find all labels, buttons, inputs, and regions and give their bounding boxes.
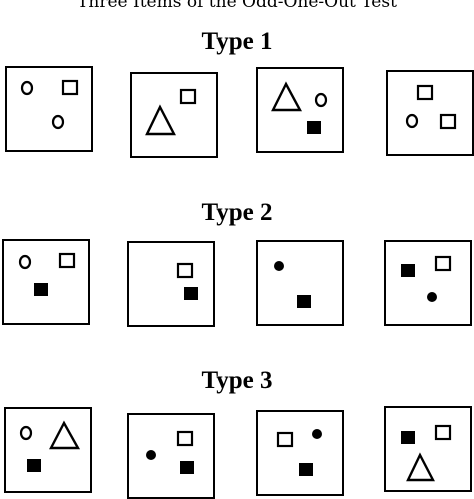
filled-square-shape — [299, 463, 313, 476]
filled-circle-shape — [427, 292, 437, 302]
type-1-item-3 — [256, 67, 344, 153]
type-1-heading: Type 1 — [201, 28, 273, 55]
open-circle-shape — [405, 113, 419, 129]
open-circle-shape — [20, 80, 34, 96]
type-1-item-4 — [386, 70, 474, 156]
type-2-heading: Type 2 — [201, 199, 273, 226]
type-1-item-2 — [130, 72, 218, 158]
type-1-item-1 — [5, 66, 93, 152]
open-square-shape — [176, 430, 194, 447]
open-square-shape — [416, 84, 434, 101]
open-circle-shape — [314, 92, 328, 108]
filled-square-shape — [34, 283, 48, 296]
filled-circle-shape — [274, 261, 284, 271]
open-square-shape — [179, 88, 197, 105]
open-square-shape — [61, 79, 79, 96]
filled-square-shape — [401, 264, 415, 277]
page-title: Three Items of the Odd-One-Out Test — [77, 0, 397, 12]
type-2-item-3 — [256, 240, 344, 326]
type-3-heading: Type 3 — [201, 367, 273, 394]
filled-square-shape — [401, 431, 415, 444]
filled-square-shape — [27, 459, 41, 472]
filled-circle-shape — [146, 450, 156, 460]
filled-square-shape — [297, 295, 311, 308]
open-square-shape — [434, 255, 452, 272]
open-circle-shape — [51, 114, 65, 130]
filled-circle-shape — [312, 429, 322, 439]
filled-square-shape — [307, 121, 321, 134]
open-triangle-shape — [145, 104, 176, 136]
filled-square-shape — [180, 461, 194, 474]
open-square-shape — [434, 424, 452, 441]
type-3-item-1 — [4, 407, 92, 493]
open-square-shape — [58, 252, 76, 269]
type-3-item-4 — [384, 406, 472, 492]
open-square-shape — [439, 113, 457, 130]
type-2-item-4 — [384, 240, 472, 326]
type-3-item-2 — [127, 413, 215, 499]
filled-square-shape — [184, 287, 198, 300]
open-triangle-shape — [271, 81, 303, 112]
type-2-item-1 — [2, 239, 90, 325]
open-triangle-shape — [406, 452, 435, 482]
open-square-shape — [176, 262, 194, 279]
open-square-shape — [276, 431, 294, 448]
type-2-item-2 — [127, 241, 215, 327]
open-triangle-shape — [49, 420, 81, 450]
open-circle-shape — [18, 254, 32, 270]
open-circle-shape — [19, 425, 33, 441]
type-3-item-3 — [256, 410, 344, 496]
